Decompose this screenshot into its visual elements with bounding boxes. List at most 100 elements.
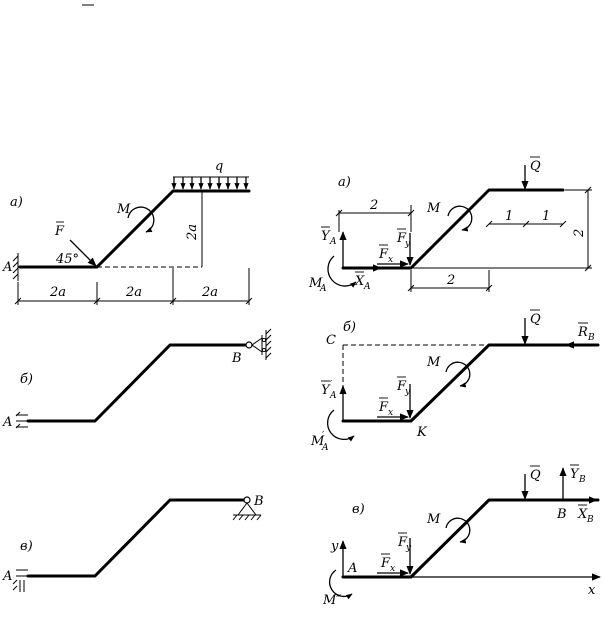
dim-v2-label: 2 xyxy=(572,229,587,238)
point-k-label: K xyxy=(416,425,428,440)
force-fy-rb-sub: y xyxy=(404,387,411,397)
dim-v2-tick-a xyxy=(584,186,592,194)
frame-beam-v xyxy=(26,498,247,578)
reaction-rb-label: R xyxy=(577,325,588,340)
reaction-xa-sub: A xyxy=(363,282,371,292)
reaction-xb-sub: B xyxy=(586,515,594,525)
dim-2a-3: 2a xyxy=(201,285,218,300)
reaction-ya-prime-label: Y xyxy=(321,383,331,398)
left-a-diagram: а) A 2a q F xyxy=(2,159,253,305)
dim-b2-tick-a xyxy=(407,284,415,292)
label-b-left: б) xyxy=(20,372,33,387)
force-fy-rb-label: F xyxy=(396,379,407,394)
force-fx-rv-label: F xyxy=(380,556,391,571)
point-a-rv-label: A xyxy=(347,561,357,576)
frame-beam-b xyxy=(26,343,247,423)
moment-ma-sub: A xyxy=(319,284,327,294)
point-c-label: C xyxy=(326,333,336,348)
reaction-xa-label: X xyxy=(354,274,365,289)
force-q-rb-label: Q xyxy=(530,312,541,327)
wall-hatch-b xyxy=(265,328,272,359)
wall-hatch-left-a xyxy=(12,255,19,280)
ground-hatch-v xyxy=(232,514,262,521)
force-fx-label: F xyxy=(378,247,389,262)
force-fy-rv-sub: y xyxy=(405,543,412,553)
height-label-2a: 2a xyxy=(185,224,200,241)
label-a-right: а) xyxy=(338,175,351,190)
force-f-label: F xyxy=(54,224,65,239)
moment-m-rb-arrow xyxy=(445,361,471,388)
dim-b2-label: 2 xyxy=(446,273,455,288)
label-v-left: в) xyxy=(20,539,33,554)
reaction-rb-sub: B xyxy=(587,333,595,343)
label-a-left: а) xyxy=(10,195,23,210)
moment-ma-prime-mark: ′ xyxy=(322,431,324,441)
dim-2-label: 2 xyxy=(369,198,378,213)
force-fx-rb-sub: x xyxy=(388,408,393,418)
dim-2a-2: 2a xyxy=(125,285,142,300)
support-b-roller xyxy=(233,496,261,516)
reaction-ya-label: Y xyxy=(321,229,331,244)
dim-2-tick-a xyxy=(335,209,343,217)
force-q-label: Q xyxy=(530,159,541,174)
reaction-xb-label: X xyxy=(577,507,588,522)
dim-2a-1: 2a xyxy=(49,285,66,300)
moment-m-label: M xyxy=(116,202,131,217)
angle-45-label: 45° xyxy=(55,252,79,267)
support-b-pin xyxy=(245,330,267,360)
right-a-diagram: а) Q 2 1 1 2 2 Y A xyxy=(308,156,592,294)
force-q-rv-label: Q xyxy=(530,468,541,483)
reaction-ya-sub: A xyxy=(329,237,337,247)
force-f-arrow xyxy=(69,239,97,267)
dim-1-tick-c xyxy=(559,220,567,228)
moment-m-ra-arrow xyxy=(447,205,473,232)
reaction-yb-label: Y xyxy=(570,467,580,482)
point-a-label: A xyxy=(2,260,12,275)
left-v-diagram: в) A B xyxy=(2,494,264,592)
moment-ma-prime-label: M xyxy=(310,434,325,449)
moment-m-rv-arrow xyxy=(445,517,471,544)
force-fy-rv-label: F xyxy=(397,535,408,550)
point-b-v-label: B xyxy=(253,494,264,509)
label-v-right: в) xyxy=(352,502,365,517)
reaction-ya-prime-sub: A xyxy=(329,391,337,401)
load-q-label: q xyxy=(215,159,223,174)
support-a-sliding-v xyxy=(12,569,28,592)
point-b-label: B xyxy=(231,351,242,366)
frame-beam-rb xyxy=(341,343,600,423)
moment-ma-prime-arrow xyxy=(326,409,355,442)
moment-ma-prime-sub: A xyxy=(321,443,329,453)
dim-1-label-b: 1 xyxy=(542,209,550,224)
point-b-rv-label: B xyxy=(556,507,567,522)
moment-ma-label: M xyxy=(308,276,323,291)
moment-m2-label: M″ xyxy=(322,593,341,608)
moment-ma-arrow xyxy=(327,255,357,288)
label-b-right: б) xyxy=(343,320,356,335)
force-fx-rv-sub: x xyxy=(390,564,395,574)
left-b-diagram: б) A B xyxy=(2,328,272,430)
dim-v2-tick-b xyxy=(584,264,592,272)
dim-1-tick-b xyxy=(522,220,530,228)
dim-ticks xyxy=(14,297,253,305)
point-a-b-label: A xyxy=(2,415,12,430)
frame-beam-a xyxy=(18,189,251,269)
dim-b2-tick-b xyxy=(485,284,493,292)
right-v-diagram: в) x y A Q Y B X B B F x F y M xyxy=(322,464,601,608)
moment-m-rv-label: M xyxy=(426,512,441,527)
reaction-yb-sub: B xyxy=(578,475,586,485)
force-fy-label: F xyxy=(396,231,407,246)
axis-y-label: y xyxy=(330,539,339,554)
moment-m-arrow xyxy=(127,206,155,233)
dim-1-tick-a xyxy=(485,220,493,228)
force-fx-rb-label: F xyxy=(378,400,389,415)
dim-2-tick-b xyxy=(407,209,415,217)
axis-x-label: x xyxy=(588,583,596,598)
force-fy-sub: y xyxy=(404,239,411,249)
support-a-sliding-b xyxy=(15,411,28,429)
right-b-diagram: б) C K Q R B Y ′ A M ′ A F x F y xyxy=(310,309,600,453)
moment-m-rb-label: M xyxy=(426,355,441,370)
distributed-load-arrows xyxy=(171,177,249,190)
force-fx-sub: x xyxy=(388,255,393,265)
point-a-v-label: A xyxy=(2,569,12,584)
